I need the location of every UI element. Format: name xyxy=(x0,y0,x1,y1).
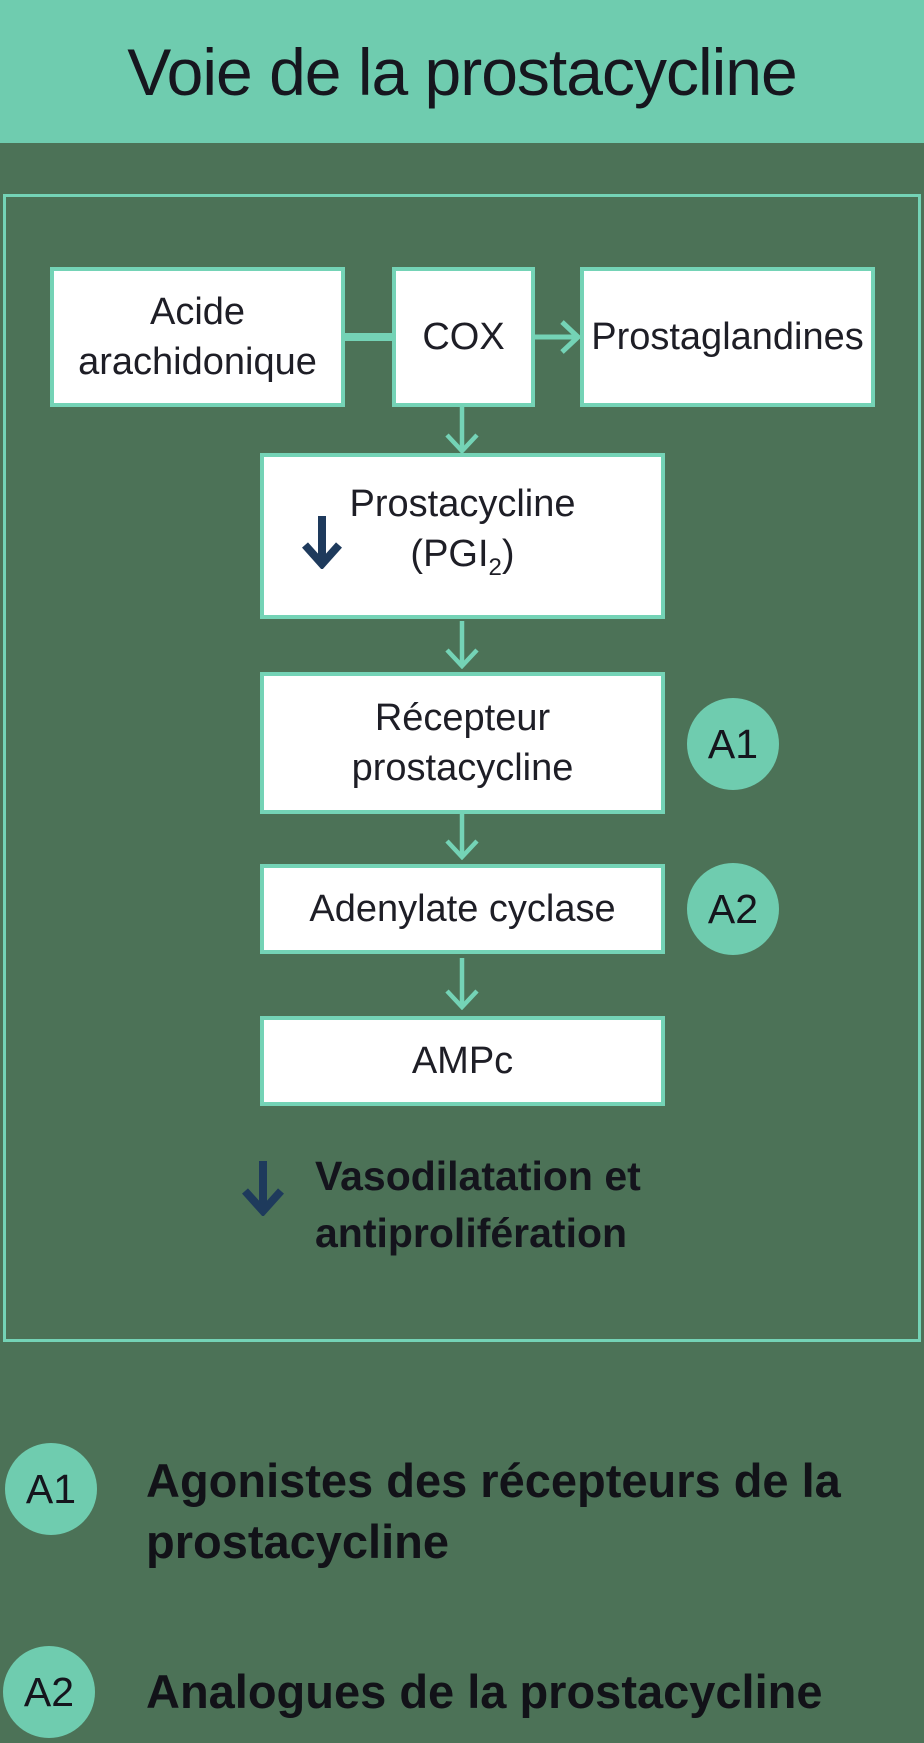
badge-a2-label: A2 xyxy=(707,885,759,932)
node-recepteur-label: Récepteur prostacycline xyxy=(351,697,574,789)
outcome-text: Vasodilatation et antiprolifération xyxy=(315,1153,641,1256)
arrow-down-icon xyxy=(445,812,479,860)
node-ampc: AMPc xyxy=(260,1016,665,1106)
connector-line xyxy=(345,333,392,341)
arrow-down-icon xyxy=(445,406,479,454)
node-prostacycline: Prostacycline (PGI2) xyxy=(260,453,665,619)
node-prostaglandines: Prostaglandines xyxy=(580,267,875,407)
node-cox: COX xyxy=(392,267,535,407)
legend-badge-a2: A2 xyxy=(3,1646,95,1738)
legend-badge-a1: A1 xyxy=(5,1443,97,1535)
flowchart-frame xyxy=(3,194,921,1342)
badge-a2: A2 xyxy=(687,863,779,955)
node-prostacycline-label: Prostacycline (PGI2) xyxy=(349,483,576,581)
legend-text-a2: Analogues de la prostacycline xyxy=(146,1665,823,1718)
legend-badge-a2-label: A2 xyxy=(23,1668,75,1715)
badge-a1-label: A1 xyxy=(707,720,759,767)
badge-a1: A1 xyxy=(687,698,779,790)
node-prostaglandines-label: Prostaglandines xyxy=(591,316,864,358)
decrease-arrow-icon xyxy=(242,1161,284,1216)
node-recepteur-prostacycline: Récepteur prostacycline xyxy=(260,672,665,814)
decrease-arrow-icon xyxy=(302,516,342,569)
legend-badge-a1-label: A1 xyxy=(25,1465,77,1512)
arrow-down-icon xyxy=(445,958,479,1010)
legend-text-a1: Agonistes des récepteurs de la prostacyc… xyxy=(146,1454,841,1568)
node-acide-arachidonique: Acide arachidonique xyxy=(50,267,345,407)
arrow-down-icon xyxy=(445,621,479,669)
node-ampc-label: AMPc xyxy=(411,1040,514,1082)
title-banner: Voie de la prostacycline xyxy=(0,0,924,143)
node-cox-label: COX xyxy=(422,316,505,358)
arrow-right-icon xyxy=(535,320,581,354)
page-title: Voie de la prostacycline xyxy=(127,34,797,109)
node-adenylate-cyclase: Adenylate cyclase xyxy=(260,864,665,954)
node-adenylate-label: Adenylate cyclase xyxy=(309,888,616,930)
node-acide-label: Acide arachidonique xyxy=(78,291,317,383)
